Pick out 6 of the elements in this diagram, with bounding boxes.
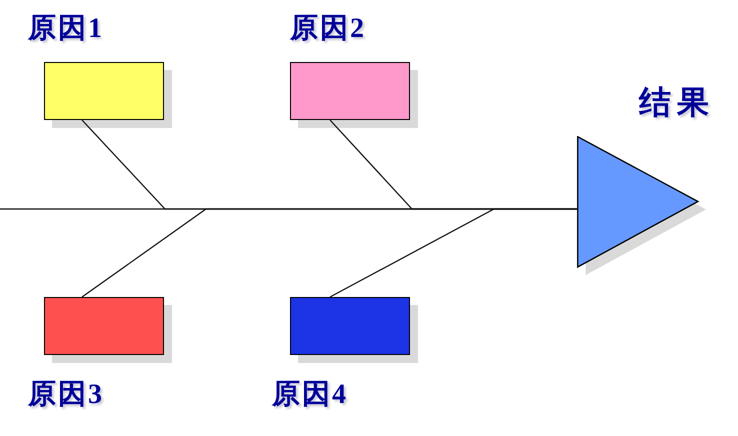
effect-label: 结果 (639, 83, 715, 121)
cause-label: 原因2 (290, 12, 366, 46)
connector-line (0, 208, 577, 210)
cause-label: 原因3 (28, 378, 104, 412)
cause-label: 原因1 (28, 12, 104, 46)
cause-label: 原因4 (272, 378, 348, 412)
